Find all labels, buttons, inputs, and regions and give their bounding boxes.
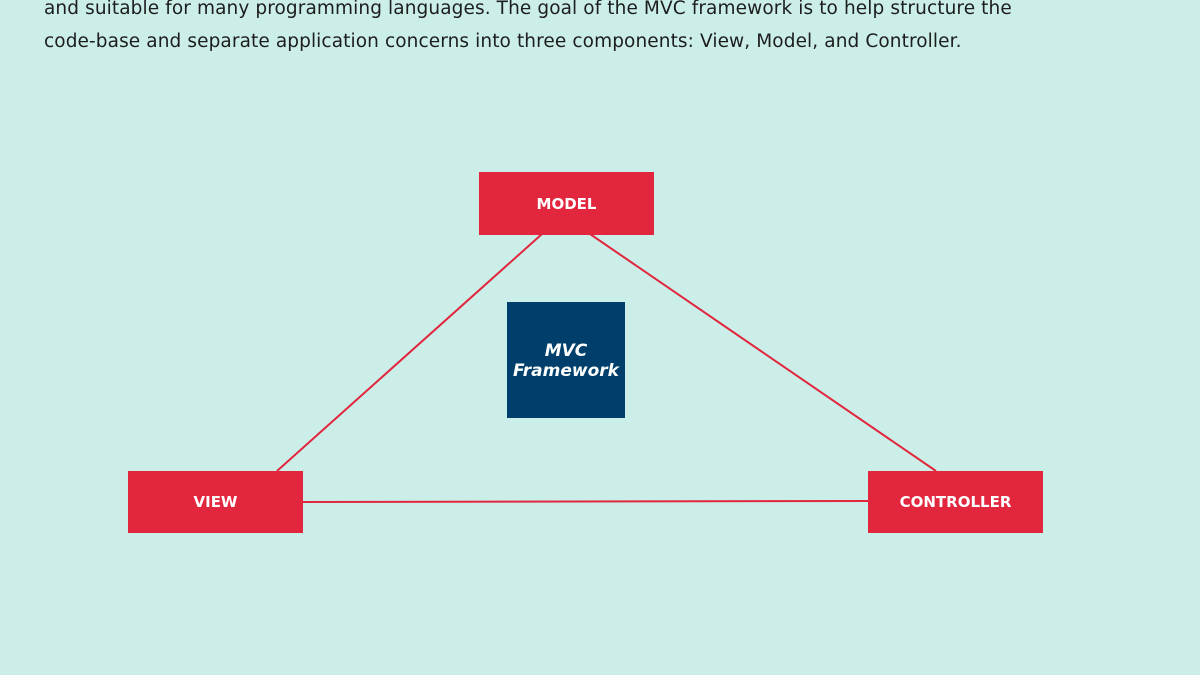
node-model: MODEL [479, 172, 654, 235]
connector-model-controller [589, 233, 937, 472]
node-view-box [128, 471, 303, 533]
node-view: VIEW [128, 471, 303, 533]
intro-paragraph: and suitable for many programming langua… [44, 0, 1164, 58]
intro-line-2: code-base and separate application conce… [44, 31, 962, 52]
connector-view-controller [301, 500, 869, 503]
connectors [276, 233, 937, 503]
intro-line-1: and suitable for many programming langua… [44, 0, 1012, 19]
center-framework: MVC Framework [507, 302, 625, 418]
connector-model-view [276, 233, 543, 472]
center-framework-line-1: MVC [545, 341, 588, 361]
center-framework-line-2: Framework [513, 361, 621, 381]
node-controller-label: CONTROLLER [900, 493, 1012, 511]
node-model-label: MODEL [537, 195, 597, 213]
node-controller-box [868, 471, 1043, 533]
node-controller: CONTROLLER [868, 471, 1043, 533]
center-framework-box [507, 302, 625, 418]
node-model-box [479, 172, 654, 235]
node-view-label: VIEW [194, 493, 238, 511]
